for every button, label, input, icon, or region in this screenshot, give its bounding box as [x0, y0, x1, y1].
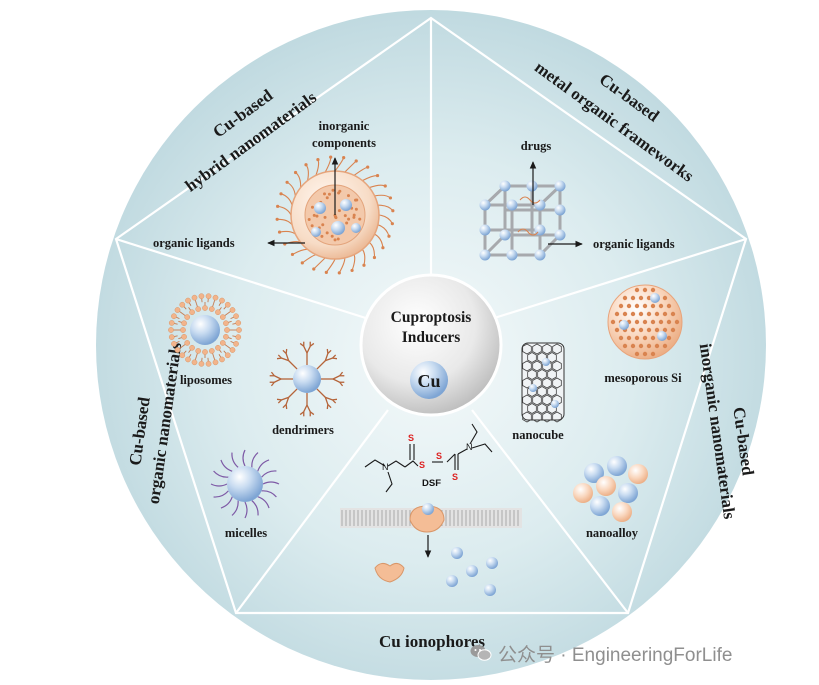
watermark-text: 公众号 · EngineeringForLife: [498, 640, 732, 667]
dsf-atom-n-left: N: [382, 462, 389, 472]
label-nanocube: nanocube: [512, 428, 564, 442]
center-node: Cuproptosis Inducers Cu: [361, 275, 501, 415]
label-organic-ligands-left: organic ligands: [153, 236, 235, 250]
center-title-line2: Inducers: [402, 329, 461, 346]
label-micelles: micelles: [225, 526, 267, 540]
label-organic-ligands-right: organic ligands: [593, 237, 675, 251]
nanocube-tube: [522, 343, 564, 422]
label-drugs: drugs: [521, 139, 552, 153]
center-title-line1: Cuproptosis: [391, 309, 472, 326]
dsf-atom-s-bottom: S: [452, 472, 458, 482]
label-nanoalloy: nanoalloy: [586, 526, 639, 540]
label-mesoporous: mesoporous Si: [604, 371, 682, 385]
label-inorganic-components-2: components: [312, 136, 376, 150]
cu-core-label: Cu: [417, 371, 440, 391]
label-dendrimers: dendrimers: [272, 423, 334, 437]
dsf-atom-n-right: N: [466, 442, 473, 452]
dsf-atom-s-mid2: S: [436, 451, 442, 461]
label-liposomes: liposomes: [180, 373, 232, 387]
wechat-icon: [470, 644, 492, 662]
mesoporous-si-particle: [608, 285, 682, 359]
dsf-atom-s-mid1: S: [419, 460, 425, 470]
dsf-atom-s-top: S: [408, 433, 414, 443]
label-dsf: DSF: [422, 478, 441, 489]
watermark: 公众号 · EngineeringForLife: [470, 640, 732, 666]
label-inorganic-components-1: inorganic: [319, 119, 370, 133]
